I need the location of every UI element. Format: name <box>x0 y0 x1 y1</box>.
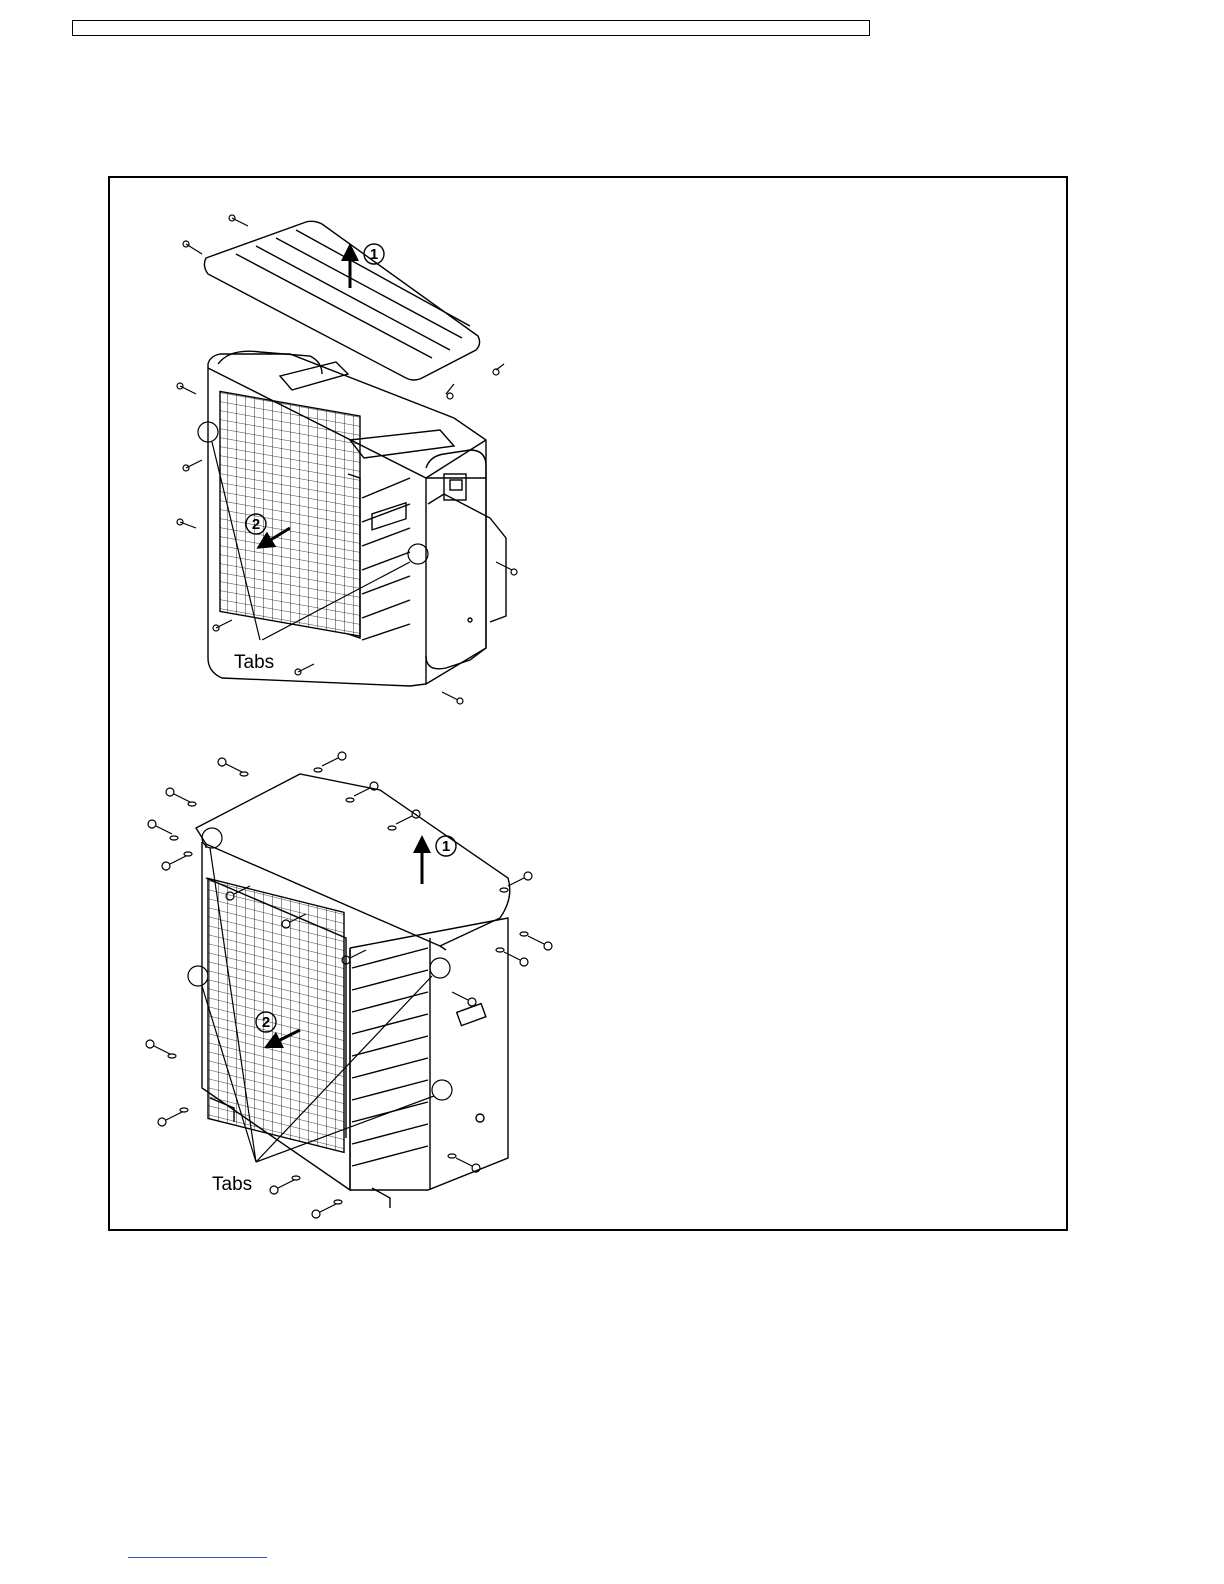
header-bar <box>72 20 870 36</box>
unit-body-2 <box>202 842 508 1208</box>
step-1-marker-1: 1 <box>370 246 378 263</box>
step-1-marker-2: 1 <box>442 838 450 855</box>
step-2-marker-2: 2 <box>262 1014 270 1031</box>
footer-link-underline[interactable] <box>128 1557 267 1558</box>
figure-2 <box>146 752 552 1218</box>
figure-frame: 1 2 Tabs <box>108 176 1068 1231</box>
step-2-marker-1: 2 <box>252 516 260 533</box>
tabs-label-1: Tabs <box>234 652 274 673</box>
top-panel-1 <box>204 221 479 380</box>
tabs-label-2: Tabs <box>212 1174 252 1195</box>
figure-1 <box>177 215 517 704</box>
disassembly-illustration: 1 2 Tabs <box>110 178 1070 1233</box>
